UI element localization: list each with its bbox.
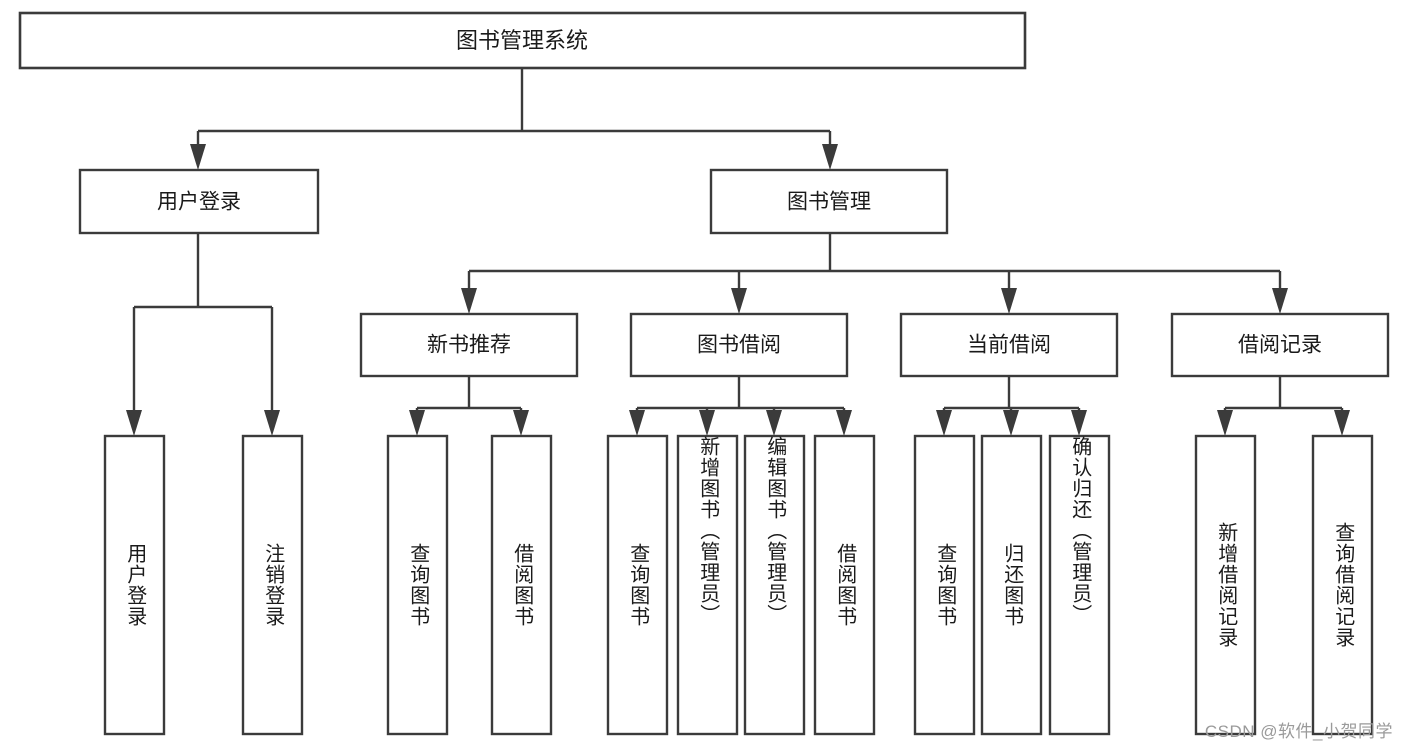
node-current-borrow-label: 当前借阅 — [967, 334, 1051, 357]
node-root-label: 图书管理系统 — [456, 28, 588, 53]
arrow-to-leaf-br-add — [1217, 410, 1233, 436]
node-book-borrow-label: 图书借阅 — [697, 334, 781, 357]
arrow-to-book-borrow — [731, 288, 747, 314]
leaf-box-cb-confirm[interactable] — [1048, 434, 1111, 736]
arrow-to-leaf-br-query — [1334, 410, 1350, 436]
arrow-to-borrow-record — [1272, 288, 1288, 314]
node-current-borrow-box[interactable] — [899, 312, 1119, 378]
node-borrow-record-label: 借阅记录 — [1238, 334, 1322, 357]
leaf-box-bb-edit[interactable] — [743, 434, 806, 736]
arrow-to-leaf-cb-query — [936, 410, 952, 436]
node-root-box[interactable] — [18, 11, 1027, 70]
leaf-boxes-borrow-record — [1194, 434, 1374, 736]
leaf-box-cb-query[interactable] — [913, 434, 976, 736]
arrow-to-leaf-logout — [264, 410, 280, 436]
connector-group-root — [190, 68, 838, 170]
arrow-to-leaf-bb-borrow — [836, 410, 852, 436]
arrow-to-book-mgmt — [822, 144, 838, 170]
node-book-borrow[interactable]: 图书借阅 — [629, 312, 849, 378]
arrow-to-leaf-newbook-borrow — [513, 410, 529, 436]
leaf-box-nb-borrow[interactable] — [490, 434, 553, 736]
arrow-to-current-borrow — [1001, 288, 1017, 314]
node-new-book-recommend-box[interactable] — [359, 312, 579, 378]
node-new-book-recommend[interactable]: 新书推荐 — [359, 312, 579, 378]
arrow-to-leaf-newbook-query — [409, 410, 425, 436]
node-current-borrow[interactable]: 当前借阅 — [899, 312, 1119, 378]
node-book-borrow-box[interactable] — [629, 312, 849, 378]
connector-group-borrow-record — [1217, 376, 1350, 436]
node-user-login-label: 用户登录 — [157, 191, 241, 214]
leaf-boxes-book-borrow — [606, 434, 876, 736]
node-user-login[interactable]: 用户登录 — [78, 168, 320, 235]
watermark-text: CSDN @软件_小贺同学 — [1204, 722, 1393, 741]
arrow-to-leaf-bb-add — [699, 410, 715, 436]
leaf-box-logout[interactable] — [241, 434, 304, 736]
leaf-boxes-user-login — [103, 434, 304, 736]
arrow-to-user-login — [190, 144, 206, 170]
leaf-boxes-current-borrow — [913, 434, 1111, 736]
node-book-management[interactable]: 图书管理 — [709, 168, 949, 235]
connector-group-new-book — [409, 376, 529, 436]
connector-group-user-login — [126, 233, 280, 436]
arrow-to-leaf-cb-return — [1003, 410, 1019, 436]
connector-group-book-mgmt — [461, 233, 1288, 314]
leaf-box-br-query[interactable] — [1311, 434, 1374, 736]
arrow-to-leaf-cb-confirm — [1071, 410, 1087, 436]
leaf-boxes-new-book — [386, 434, 553, 736]
node-book-management-label: 图书管理 — [787, 191, 871, 214]
arrow-to-leaf-user-login — [126, 410, 142, 436]
leaf-box-user-login[interactable] — [103, 434, 166, 736]
node-root[interactable]: 图书管理系统 — [18, 11, 1027, 70]
leaf-box-cb-return[interactable] — [980, 434, 1043, 736]
leaf-box-bb-query[interactable] — [606, 434, 669, 736]
node-borrow-record-box[interactable] — [1170, 312, 1390, 378]
leaf-box-bb-borrow[interactable] — [813, 434, 876, 736]
arrow-to-leaf-bb-edit — [766, 410, 782, 436]
connector-group-book-borrow — [629, 376, 852, 436]
node-book-management-box[interactable] — [709, 168, 949, 235]
leaf-box-bb-add[interactable] — [676, 434, 739, 736]
arrow-to-leaf-bb-query — [629, 410, 645, 436]
node-user-login-box[interactable] — [78, 168, 320, 235]
leaf-box-br-add[interactable] — [1194, 434, 1257, 736]
node-new-book-recommend-label: 新书推荐 — [427, 334, 511, 357]
arrow-to-new-book — [461, 288, 477, 314]
connector-group-current-borrow — [936, 376, 1087, 436]
leaf-box-nb-query[interactable] — [386, 434, 449, 736]
node-borrow-record[interactable]: 借阅记录 — [1170, 312, 1390, 378]
